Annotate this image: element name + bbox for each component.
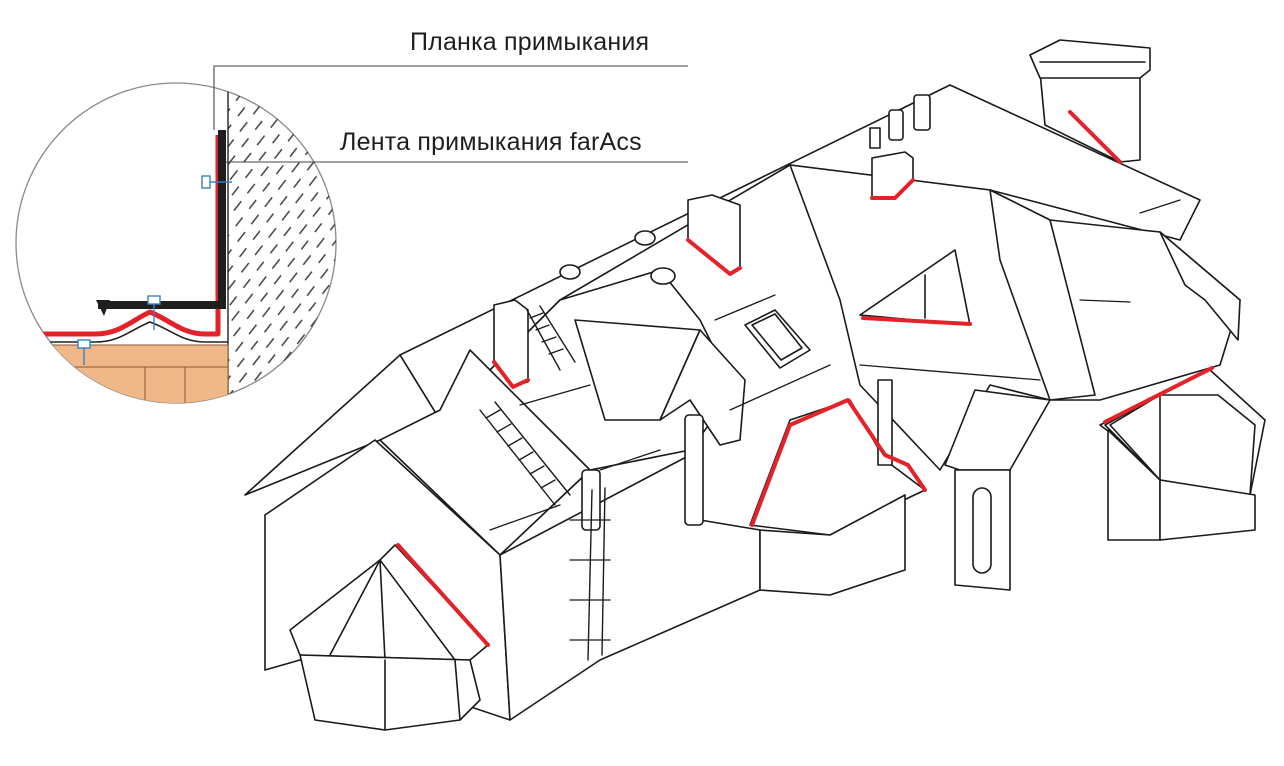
right-roof-mass [789, 164, 1241, 471]
callout-lines [213, 65, 688, 163]
detail-magnifier [15, 82, 337, 404]
right-wall-lower-2 [1159, 479, 1256, 541]
snow-guards [489, 199, 1181, 531]
chimney-cap [1029, 39, 1151, 79]
flashing-tape-detail [16, 135, 221, 337]
ladder-rungs [485, 312, 611, 641]
flashing-tape-highlights [396, 110, 1214, 647]
wood-batten [16, 344, 229, 403]
gable-dormer-left-side [659, 329, 746, 446]
ladders [479, 305, 606, 661]
middle-dormer-wall [759, 494, 906, 596]
entrance-door [972, 487, 992, 574]
label-flashing-tape: Лента примыкания farAcs [340, 128, 642, 156]
roof-sheet-profile [16, 321, 228, 343]
flashing-strip-detail [98, 130, 226, 309]
bay-base [299, 654, 481, 731]
entrance-roof [944, 389, 1051, 471]
screw-icon [77, 175, 232, 365]
right-roof-facet [989, 189, 1096, 401]
label-flashing-strip: Планка примыкания [410, 28, 650, 56]
far-right-gable [1159, 231, 1241, 341]
